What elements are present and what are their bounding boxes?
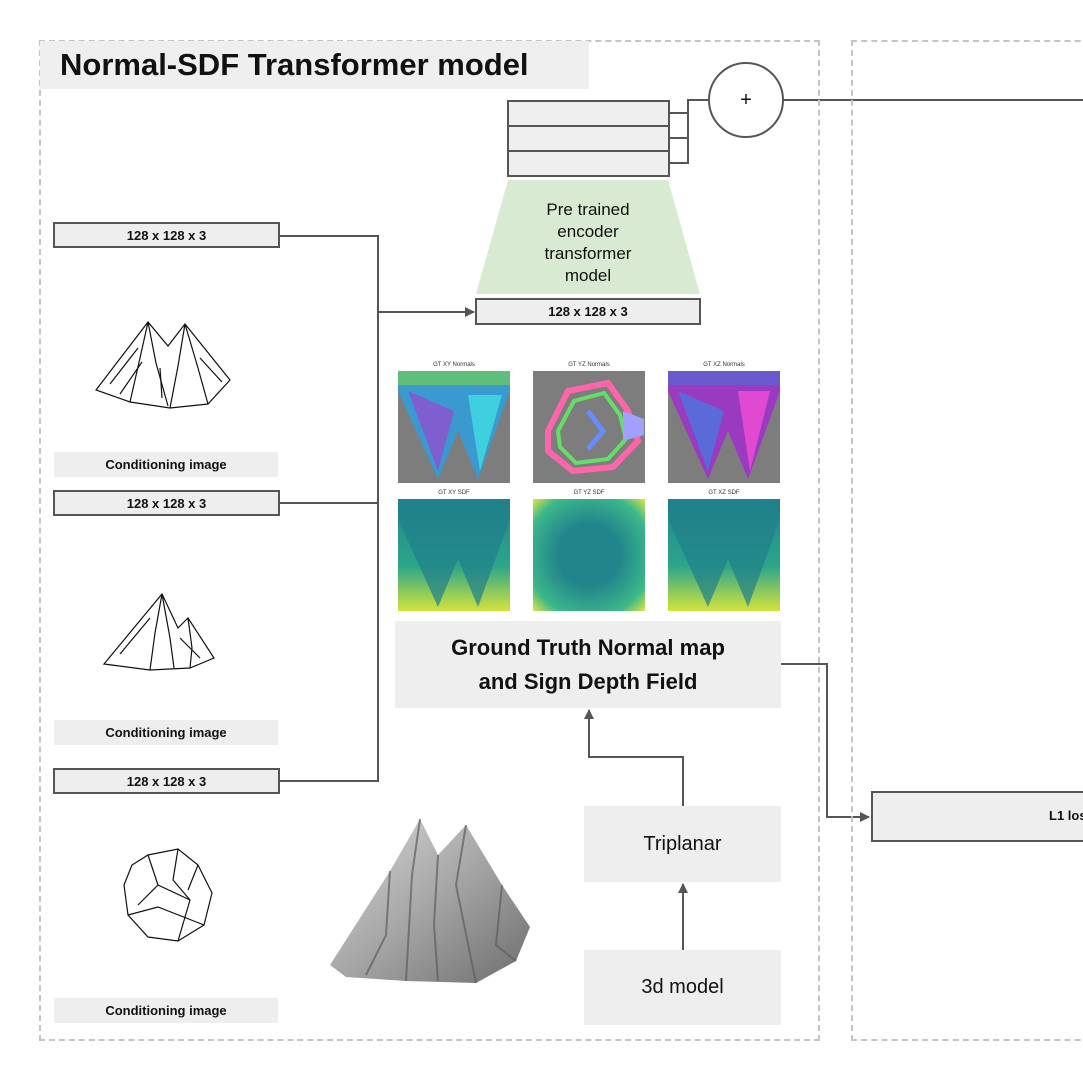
panel-title: Normal-SDF Transformer model [60, 47, 529, 82]
triplanar-box: Triplanar [584, 806, 781, 882]
ground-truth-line-1: Ground Truth Normal map [451, 634, 725, 660]
input-dim-3: 128 x 128 x 3 [53, 768, 280, 794]
right-panel [851, 40, 1083, 1041]
gt-xy-normals-title: GT XY Normals [433, 362, 475, 368]
conditioning-image-1 [95, 321, 231, 409]
connector-token-3 [670, 138, 689, 164]
connector-token-1 [670, 99, 708, 114]
l1-loss-box: L1 los [871, 791, 1083, 842]
gt-xz-normals-title: GT XZ Normals [703, 362, 745, 368]
gt-xz-sdf-title: GT XZ SDF [708, 490, 740, 496]
encoder-line-4: model [564, 266, 612, 285]
conditioning-caption-2: Conditioning image [54, 720, 278, 745]
connector-triplanar-to-gt [584, 709, 684, 806]
gt-sdf-grid: GT XY SDF GT YZ SDF GT XZ SDF [398, 490, 781, 500]
encoder-line-3: transformer [544, 244, 632, 263]
encoder-line-2: encoder [557, 222, 619, 241]
token-row [507, 125, 670, 152]
encoder-shape [476, 180, 700, 294]
input-dim-1: 128 x 128 x 3 [53, 222, 280, 248]
panel-title-bar: Normal-SDF Transformer model [40, 41, 589, 89]
model3d-box: 3d model [584, 950, 781, 1025]
encoder-label: Pre trained encoder transformer model [506, 199, 670, 287]
plus-symbol: + [740, 88, 752, 111]
ground-truth-box: Ground Truth Normal map and Sign Depth F… [395, 621, 781, 708]
conditioning-caption-3: Conditioning image [54, 998, 278, 1023]
encoder-input-dim: 128 x 128 x 3 [475, 298, 701, 325]
gt-yz-sdf-title: GT YZ SDF [573, 490, 605, 496]
gt-xy-sdf-title: GT XY SDF [438, 490, 470, 496]
gt-yz-normals-title: GT YZ Normals [568, 362, 610, 368]
sum-node: + [708, 62, 784, 138]
gt-yz-sdf-map [533, 499, 645, 611]
token-row [507, 100, 670, 127]
ground-truth-line-2: and Sign Depth Field [478, 668, 698, 694]
rock-3d-render [330, 818, 530, 984]
connector-input-1 [280, 235, 379, 312]
conditioning-image-3 [123, 848, 213, 942]
gt-normals-grid: GT XY Normals GT YZ Normals GT XZ Normal… [398, 362, 781, 484]
encoder-trapezoid [476, 180, 700, 294]
gt-normals-images [398, 371, 780, 483]
conditioning-image-2 [102, 592, 215, 671]
gt-sdf-images [398, 499, 780, 611]
token-row [507, 150, 670, 177]
connector-input-3 [280, 312, 379, 782]
connector-gt-to-loss [781, 663, 870, 822]
l1-loss-label: L1 los [1049, 808, 1083, 823]
conditioning-caption-1: Conditioning image [54, 452, 278, 477]
input-dim-2: 128 x 128 x 3 [53, 490, 280, 516]
encoder-line-1: Pre trained [546, 200, 630, 219]
